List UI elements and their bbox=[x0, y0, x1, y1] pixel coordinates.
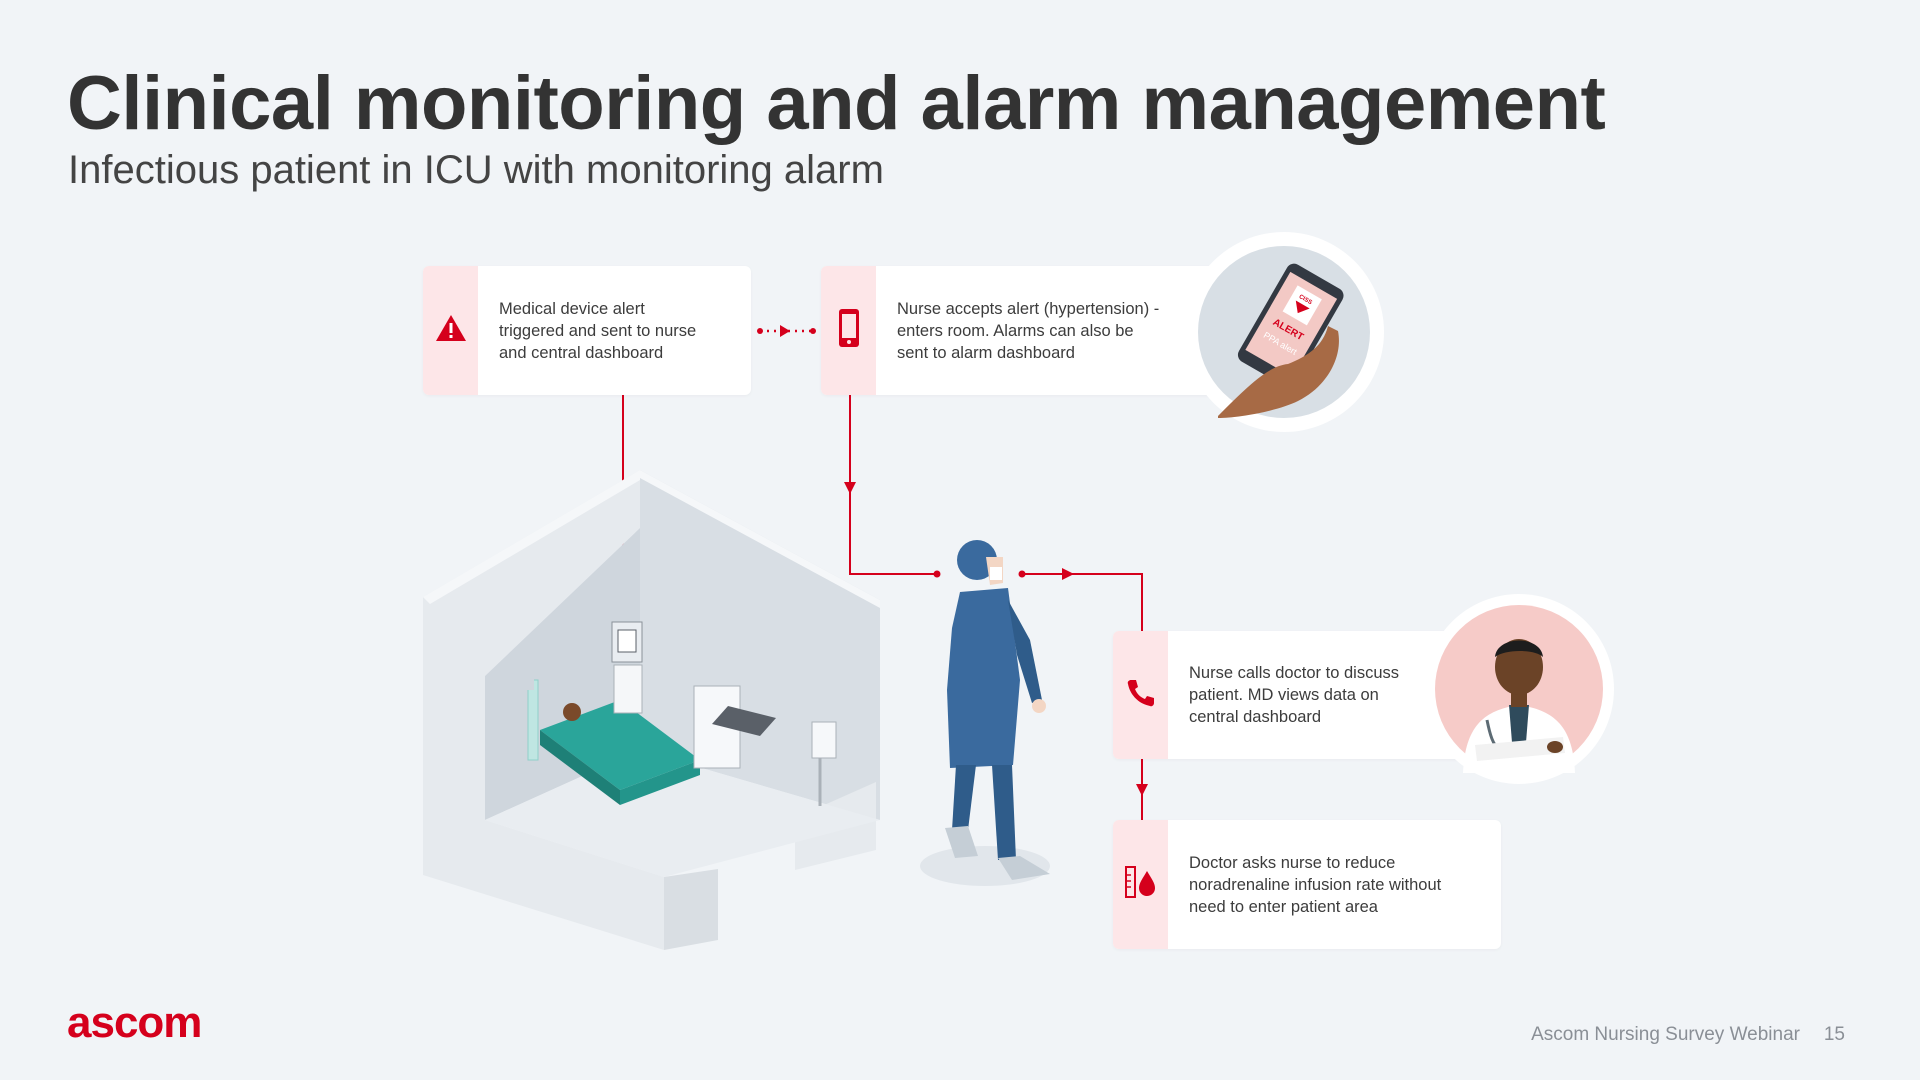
card-icon-strip bbox=[821, 266, 876, 395]
phone-alert-illustration: CISS ALERT PPA alert bbox=[1184, 232, 1384, 432]
step-text: Doctor asks nurse to reduce noradrenalin… bbox=[1189, 852, 1487, 918]
step-card-nurse-accepts: Nurse accepts alert (hypertension) - ent… bbox=[821, 266, 1221, 395]
infusion-drop-icon bbox=[1124, 863, 1158, 906]
step-text: Nurse calls doctor to discuss patient. M… bbox=[1189, 662, 1459, 728]
step-card-doctor-instructs: Doctor asks nurse to reduce noradrenalin… bbox=[1113, 820, 1501, 949]
card-icon-strip bbox=[1113, 820, 1168, 949]
doctor-illustration bbox=[1424, 594, 1614, 784]
footer-text: Ascom Nursing Survey Webinar bbox=[1531, 1024, 1800, 1046]
warning-triangle-icon bbox=[434, 313, 468, 348]
step-card-nurse-calls-doctor: Nurse calls doctor to discuss patient. M… bbox=[1113, 631, 1473, 759]
step-text: Medical device alert triggered and sent … bbox=[499, 298, 737, 364]
smartphone-icon bbox=[838, 308, 860, 353]
card-icon-strip bbox=[1113, 631, 1168, 759]
step-text: Nurse accepts alert (hypertension) - ent… bbox=[897, 298, 1207, 364]
icu-room-illustration bbox=[423, 470, 880, 950]
ascom-logo: ascom bbox=[67, 998, 201, 1048]
nurse-illustration bbox=[920, 540, 1050, 886]
page-number: 15 bbox=[1824, 1024, 1845, 1046]
step-card-device-alert: Medical device alert triggered and sent … bbox=[423, 266, 751, 395]
card-icon-strip bbox=[423, 266, 478, 395]
phone-handset-icon bbox=[1125, 677, 1157, 714]
